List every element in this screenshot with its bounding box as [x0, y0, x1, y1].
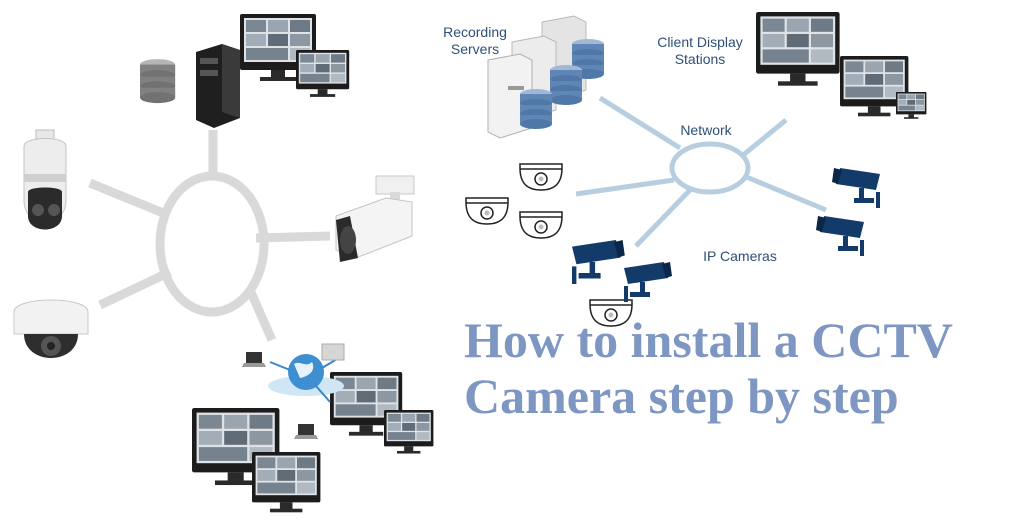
headline-line2: Camera step by step — [464, 368, 899, 424]
recording-servers-line2: Servers — [450, 41, 500, 57]
right-network-hub — [575, 95, 827, 248]
bullet-camera-icon — [335, 175, 415, 262]
laptop-icon — [294, 424, 318, 439]
globe-icon — [268, 343, 345, 403]
client-display-line1: Client Display — [657, 34, 743, 50]
database-icon — [140, 59, 176, 104]
ip-cameras-label: IP Cameras — [703, 248, 777, 264]
monitor-icon — [240, 14, 350, 97]
recording-servers-line1: Recording — [443, 24, 507, 40]
laptop-icon — [242, 352, 266, 367]
server-icon — [196, 44, 240, 128]
recording-servers-label: Recording Servers — [430, 24, 520, 58]
client-display-line2: Stations — [674, 51, 726, 67]
headline-line1: How to install a CCTV — [464, 312, 953, 368]
page-title: How to install a CCTV Camera step by ste… — [464, 312, 1020, 424]
ptz-camera-icon — [23, 129, 67, 230]
monitor-icon — [756, 12, 927, 119]
left-network-hub — [88, 130, 331, 342]
network-label: Network — [680, 122, 732, 138]
dome-camera-icon — [13, 299, 89, 358]
client-display-stations-label: Client Display Stations — [640, 34, 760, 68]
